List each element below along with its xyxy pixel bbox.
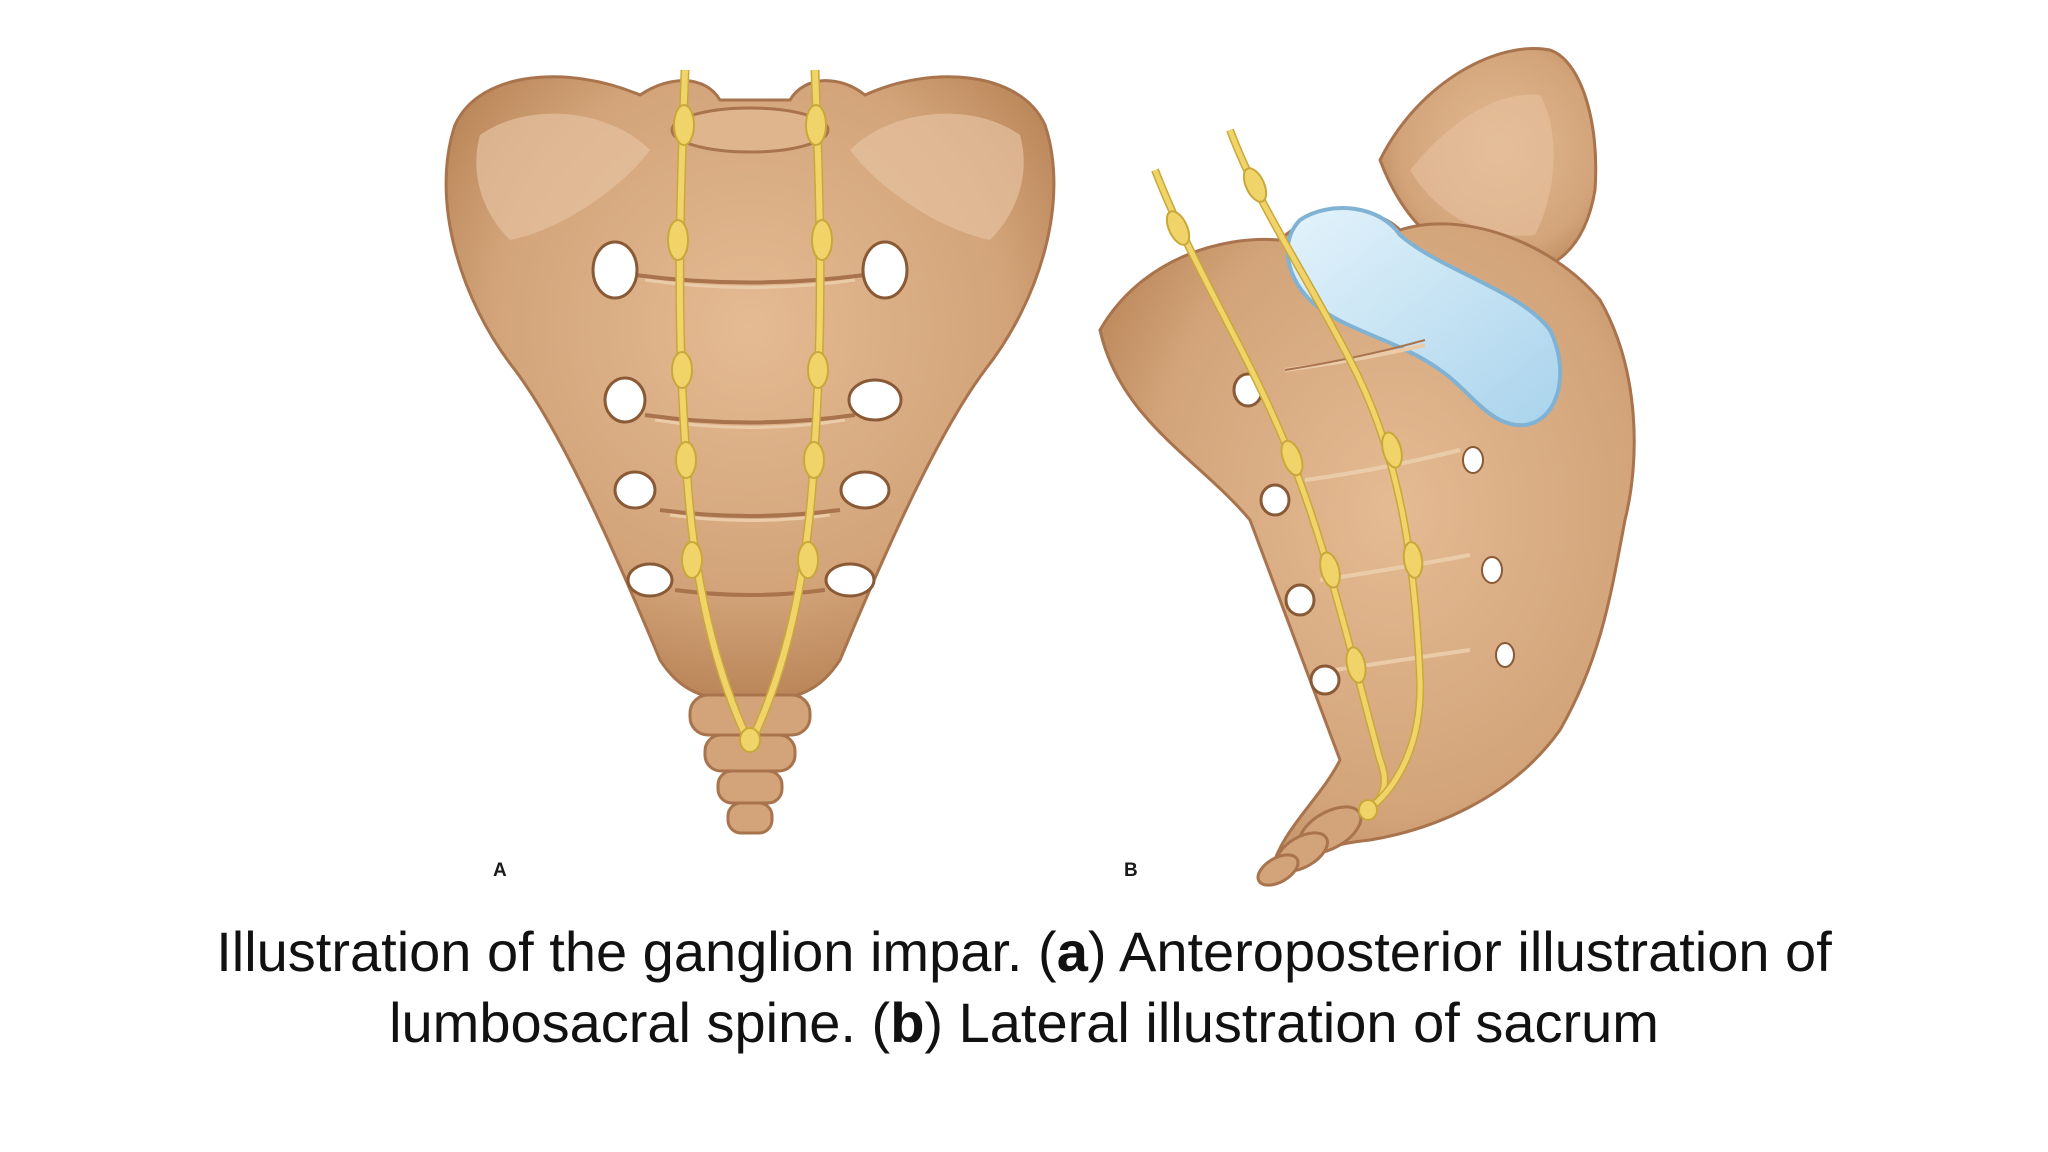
foramen xyxy=(839,470,891,510)
foramen xyxy=(626,562,674,598)
caption-line-1: Illustration of the ganglion impar. (a) … xyxy=(0,916,2048,987)
foramen xyxy=(1462,446,1484,474)
sacrum-ap-drawing xyxy=(444,69,1056,835)
sympathetic-chain-anterior xyxy=(1226,128,1425,814)
caption-panel-ref-b: b xyxy=(890,991,925,1054)
foramen xyxy=(861,240,909,300)
caption-text: ) Lateral illustration of sacrum xyxy=(924,991,1659,1054)
caption-panel-ref-a: a xyxy=(1056,920,1088,983)
coccyx xyxy=(688,693,812,835)
caption-text: lumbosacral spine. ( xyxy=(389,991,891,1054)
s1-endplate xyxy=(670,106,830,154)
figure: A B xyxy=(420,40,1640,900)
sacrum-ap-illustration xyxy=(420,40,1080,900)
foramen xyxy=(1284,583,1316,617)
foramen xyxy=(603,376,647,424)
figure-caption: Illustration of the ganglion impar. (a) … xyxy=(0,916,2048,1058)
foramen xyxy=(591,240,639,300)
caption-line-2: lumbosacral spine. (b) Lateral illustrat… xyxy=(0,987,2048,1058)
sacrum-lateral-drawing xyxy=(1098,47,1636,887)
sympathetic-chain-left xyxy=(667,69,753,742)
panel-label-a: A xyxy=(493,860,507,881)
caption-text: ) Anteroposterior illustration of xyxy=(1087,920,1832,983)
caption-text: Illustration of the ganglion impar. ( xyxy=(216,920,1057,983)
foramen xyxy=(613,470,657,510)
foramen xyxy=(1309,664,1341,696)
panel-label-b: B xyxy=(1124,860,1138,881)
ganglion-impar xyxy=(739,727,761,753)
foramen xyxy=(847,378,903,422)
ganglion-impar xyxy=(1358,799,1378,821)
sacrum-lateral-illustration xyxy=(1080,40,1640,900)
sympathetic-chain-right xyxy=(747,69,833,742)
sympathetic-chain-posterior xyxy=(1151,168,1389,814)
foramen xyxy=(824,562,876,598)
foramen xyxy=(1495,642,1515,668)
foramen xyxy=(1481,556,1503,584)
sacrum-body xyxy=(444,75,1056,704)
coccyx xyxy=(1256,805,1363,887)
foramen xyxy=(1259,483,1291,517)
